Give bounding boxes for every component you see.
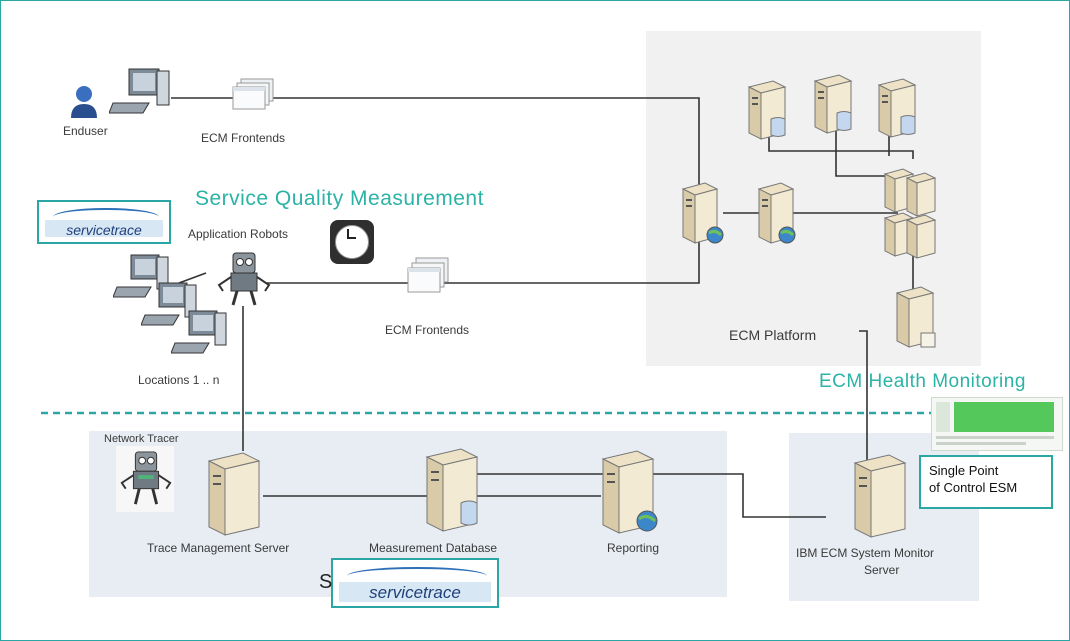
- ibm-monitor-label-2: Server: [864, 563, 900, 577]
- ecm-health-title: ECM Health Monitoring: [819, 371, 1026, 392]
- robot-icon: [217, 252, 271, 306]
- server-icon: [895, 286, 936, 348]
- stray-s-label: S: [319, 571, 333, 593]
- server-icon: [425, 448, 479, 532]
- single-point-callout: Single Point of Control ESM: [919, 455, 1053, 509]
- servicetrace-logo-top: servicetrace: [37, 200, 171, 244]
- workstation-icon: [141, 282, 197, 326]
- window-stack-icon: [232, 78, 274, 110]
- clock-icon: [330, 220, 374, 264]
- enduser-label: Enduser: [63, 124, 108, 138]
- server-icon: [877, 78, 917, 138]
- single-point-line-2: of Control ESM: [929, 480, 1018, 495]
- workstation-icon: [109, 68, 170, 114]
- logo-text: servicetrace: [66, 222, 142, 238]
- reporting-label: Reporting: [607, 541, 660, 555]
- server-icon: [207, 452, 261, 536]
- workstation-icon: [171, 310, 227, 354]
- robot-icon: [120, 451, 172, 505]
- server-icon: [853, 454, 907, 538]
- measurement-db-label: Measurement Database: [369, 541, 498, 555]
- ibm-monitor-label-1: IBM ECM System Monitor: [796, 546, 935, 560]
- application-robots-label: Application Robots: [188, 227, 289, 241]
- ecm-platform-label: ECM Platform: [729, 327, 817, 343]
- server-icon: [757, 182, 796, 244]
- server-icon: [601, 450, 658, 534]
- workstation-icon: [113, 254, 169, 298]
- logo-text: servicetrace: [369, 583, 461, 602]
- server-icon: [747, 80, 787, 140]
- ecm-frontends-mid-label: ECM Frontends: [385, 323, 470, 337]
- user-icon: [71, 86, 97, 118]
- trace-server-label: Trace Management Server: [147, 541, 290, 555]
- single-point-line-1: Single Point: [929, 463, 999, 478]
- server-icon: [681, 182, 724, 244]
- network-tracer-label: Network Tracer: [104, 433, 179, 445]
- ecm-frontends-top-label: ECM Frontends: [201, 131, 286, 145]
- service-quality-title: Service Quality Measurement: [195, 187, 484, 210]
- server-cluster-icon: [883, 168, 937, 259]
- window-stack-icon: [407, 257, 449, 293]
- server-icon: [813, 74, 853, 134]
- locations-label: Locations 1 .. n: [138, 373, 220, 387]
- servicetrace-logo-bottom: servicetrace: [331, 558, 499, 608]
- dashboard-thumbnail: [931, 397, 1063, 451]
